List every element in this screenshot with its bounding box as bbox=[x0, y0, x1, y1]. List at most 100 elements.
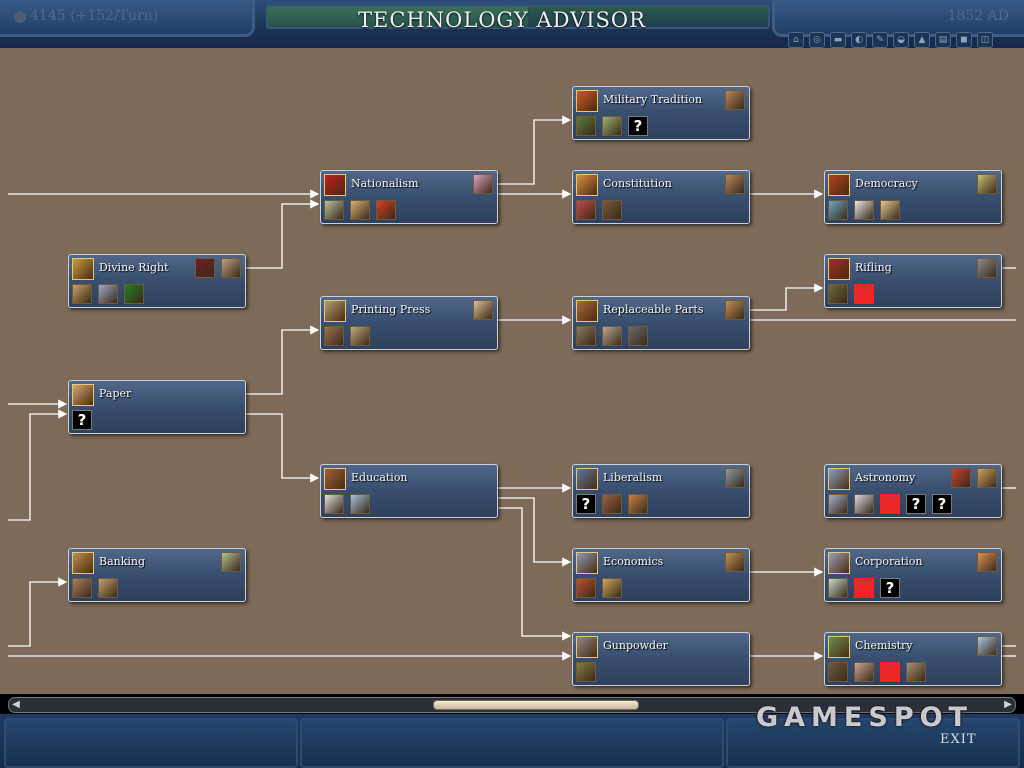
unlock-icon[interactable] bbox=[376, 200, 396, 220]
tree-horizontal-scrollbar[interactable]: ◀ ▶ bbox=[8, 697, 1016, 713]
unlock-icon[interactable] bbox=[576, 200, 596, 220]
tech-paper[interactable]: Paper? bbox=[68, 380, 246, 434]
advance-icon[interactable] bbox=[473, 300, 493, 320]
advance-icon[interactable] bbox=[725, 174, 745, 194]
tech-rifling[interactable]: Rifling bbox=[824, 254, 1002, 308]
tech-replaceable-parts[interactable]: Replaceable Parts bbox=[572, 296, 750, 350]
unknown-unlock-icon[interactable]: ? bbox=[906, 494, 926, 514]
advance-icon[interactable] bbox=[725, 90, 745, 110]
unlock-icon[interactable] bbox=[906, 662, 926, 682]
tech-tree[interactable]: Military Tradition? Constitution Democracy… bbox=[0, 48, 1024, 694]
tech-constitution[interactable]: Constitution bbox=[572, 170, 750, 224]
military-advisor-icon[interactable]: ▬ bbox=[830, 32, 846, 48]
obsolete-unit-icon[interactable] bbox=[880, 662, 900, 682]
unlock-icon[interactable] bbox=[124, 284, 144, 304]
unlock-icon[interactable] bbox=[854, 200, 874, 220]
advance-icon[interactable] bbox=[725, 468, 745, 488]
tech-main-icon bbox=[72, 552, 94, 574]
unlock-icon[interactable] bbox=[602, 326, 622, 346]
advance-icon[interactable] bbox=[221, 552, 241, 572]
unlock-icon[interactable] bbox=[576, 662, 596, 682]
tech-corporation[interactable]: Corporation? bbox=[824, 548, 1002, 602]
unlock-icon[interactable] bbox=[98, 284, 118, 304]
unlock-icon[interactable] bbox=[880, 200, 900, 220]
map-icon[interactable]: ◫ bbox=[977, 32, 993, 48]
advance-icon[interactable] bbox=[977, 636, 997, 656]
advance-icon[interactable] bbox=[977, 552, 997, 572]
advance-icon[interactable] bbox=[195, 258, 215, 278]
advance-icon[interactable] bbox=[221, 258, 241, 278]
advance-icon[interactable] bbox=[725, 552, 745, 572]
unlock-icon[interactable] bbox=[72, 284, 92, 304]
obsolete-unit-icon[interactable] bbox=[880, 494, 900, 514]
scores-icon[interactable]: ◼ bbox=[956, 32, 972, 48]
obsolete-unit-icon[interactable] bbox=[854, 578, 874, 598]
advance-icon[interactable] bbox=[473, 174, 493, 194]
unlock-icon[interactable] bbox=[828, 662, 848, 682]
unlock-icon[interactable] bbox=[576, 116, 596, 136]
scrollbar-thumb[interactable] bbox=[433, 700, 639, 710]
unlock-icon[interactable] bbox=[828, 494, 848, 514]
science-advisor-icon[interactable]: ◒ bbox=[893, 32, 909, 48]
unknown-unlock-icon[interactable]: ? bbox=[932, 494, 952, 514]
scroll-left-arrow-icon[interactable]: ◀ bbox=[12, 699, 20, 710]
domestic-advisor-icon[interactable]: ⌂ bbox=[788, 32, 804, 48]
tech-unlock-icons bbox=[576, 200, 622, 220]
unknown-unlock-icon[interactable]: ? bbox=[880, 578, 900, 598]
tech-nationalism[interactable]: Nationalism bbox=[320, 170, 498, 224]
unlock-icon[interactable] bbox=[628, 326, 648, 346]
trade-advisor-icon[interactable]: ◎ bbox=[809, 32, 825, 48]
unlock-icon[interactable] bbox=[854, 494, 874, 514]
scroll-right-arrow-icon[interactable]: ▶ bbox=[1004, 699, 1012, 710]
tech-democracy[interactable]: Democracy bbox=[824, 170, 1002, 224]
unlock-icon[interactable] bbox=[828, 200, 848, 220]
advance-icon[interactable] bbox=[977, 174, 997, 194]
unlock-icon[interactable] bbox=[72, 578, 92, 598]
tech-economics[interactable]: Economics bbox=[572, 548, 750, 602]
exit-button[interactable]: EXIT bbox=[940, 732, 977, 747]
advance-icon[interactable] bbox=[977, 468, 997, 488]
tech-education[interactable]: Education bbox=[320, 464, 498, 518]
unlock-icon[interactable] bbox=[602, 578, 622, 598]
unlock-icon[interactable] bbox=[324, 494, 344, 514]
unlock-icon[interactable] bbox=[98, 578, 118, 598]
unlock-icon[interactable] bbox=[324, 200, 344, 220]
foreign-advisor-icon[interactable]: ◐ bbox=[851, 32, 867, 48]
unlock-icon[interactable] bbox=[350, 200, 370, 220]
unlock-icon[interactable] bbox=[350, 494, 370, 514]
wonders-advisor-icon[interactable]: ▲ bbox=[914, 32, 930, 48]
obsolete-unit-icon[interactable] bbox=[854, 284, 874, 304]
unlock-icon[interactable] bbox=[602, 200, 622, 220]
tech-liberalism[interactable]: Liberalism? bbox=[572, 464, 750, 518]
tech-banking[interactable]: Banking bbox=[68, 548, 246, 602]
tech-military-tradition[interactable]: Military Tradition? bbox=[572, 86, 750, 140]
tech-name: Democracy bbox=[855, 177, 918, 190]
tech-printing-press[interactable]: Printing Press bbox=[320, 296, 498, 350]
tech-name: Paper bbox=[99, 387, 132, 400]
advance-icon[interactable] bbox=[977, 258, 997, 278]
tech-name: Constitution bbox=[603, 177, 672, 190]
tech-advance-icons bbox=[195, 258, 241, 278]
unlock-icon[interactable] bbox=[576, 578, 596, 598]
unlock-icon[interactable] bbox=[628, 494, 648, 514]
unlock-icon[interactable] bbox=[602, 494, 622, 514]
tech-divine-right[interactable]: Divine Right bbox=[68, 254, 246, 308]
unlock-icon[interactable] bbox=[828, 578, 848, 598]
unlock-icon[interactable] bbox=[602, 116, 622, 136]
advance-icon[interactable] bbox=[725, 300, 745, 320]
unlock-icon[interactable] bbox=[350, 326, 370, 346]
unknown-unlock-icon[interactable]: ? bbox=[72, 410, 92, 430]
unknown-unlock-icon[interactable]: ? bbox=[628, 116, 648, 136]
advance-icon[interactable] bbox=[951, 468, 971, 488]
unlock-icon[interactable] bbox=[576, 326, 596, 346]
histograph-icon[interactable]: ▤ bbox=[935, 32, 951, 48]
unlock-icon[interactable] bbox=[854, 662, 874, 682]
unknown-unlock-icon[interactable]: ? bbox=[576, 494, 596, 514]
unlock-icon[interactable] bbox=[828, 284, 848, 304]
tech-astronomy[interactable]: Astronomy?? bbox=[824, 464, 1002, 518]
tech-name: Chemistry bbox=[855, 639, 913, 652]
tech-chemistry[interactable]: Chemistry bbox=[824, 632, 1002, 686]
unlock-icon[interactable] bbox=[324, 326, 344, 346]
culture-advisor-icon[interactable]: ✎ bbox=[872, 32, 888, 48]
tech-gunpowder[interactable]: Gunpowder bbox=[572, 632, 750, 686]
